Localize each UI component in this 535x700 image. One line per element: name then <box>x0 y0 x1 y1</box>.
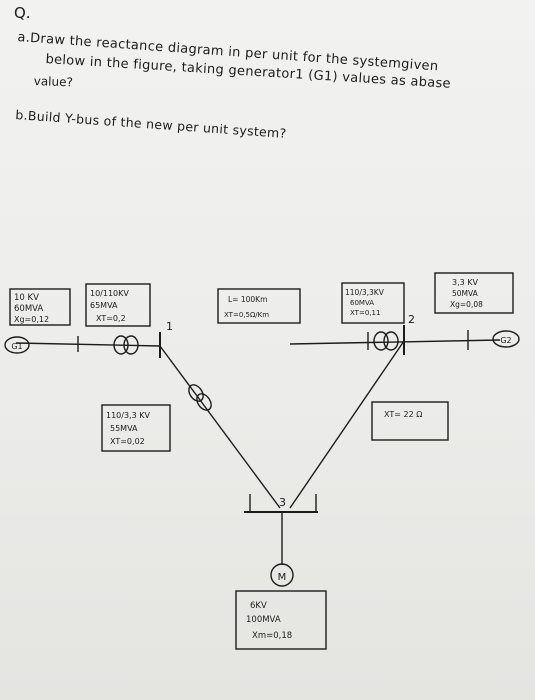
g2-power: 50MVA <box>452 289 479 298</box>
t1-winding-b <box>123 335 139 355</box>
g1-data-box <box>9 288 71 326</box>
g1-voltage: 10 KV <box>14 293 39 303</box>
t1-ratio: 10/110KV <box>90 289 129 298</box>
t3-reactance: XT=0,02 <box>110 437 145 446</box>
t1-winding-a <box>113 335 129 355</box>
t1-reactance: XT=0,2 <box>96 314 126 323</box>
load-data-box <box>371 401 449 441</box>
motor-power: 100MVA <box>246 615 281 625</box>
g2-reactance: Xg=0,08 <box>450 300 483 309</box>
t2-winding-b <box>383 331 399 351</box>
g2-circle <box>492 330 520 348</box>
g1-reactance: Xg=0,12 <box>14 315 49 324</box>
t3-ratio: 110/3,3 KV <box>106 411 150 420</box>
g2-label: G2 <box>500 336 511 345</box>
motor-label: M <box>278 572 287 583</box>
wire-left <box>15 342 161 347</box>
line-reactance: XT=0,5Ω/Km <box>224 311 269 319</box>
line-bus1-bus3 <box>159 345 281 509</box>
motor-circle <box>270 563 294 587</box>
g2-data-box <box>434 272 514 314</box>
t3-winding-a <box>188 384 204 402</box>
line-data-box <box>217 288 301 324</box>
bus-2-label: 2 <box>408 313 415 326</box>
t3-winding-b <box>196 393 212 411</box>
motor-voltage: 6KV <box>250 601 267 611</box>
t1-power: 65MVA <box>90 301 118 310</box>
t2-ratio: 110/3,3KV <box>345 288 385 297</box>
t2-reactance: XT=0,11 <box>350 309 380 317</box>
bus-3-label: 3 <box>279 496 286 509</box>
t1-data-box <box>85 283 151 327</box>
line-bus2-bus3 <box>289 340 405 509</box>
t2-power: 60MVA <box>350 299 374 307</box>
g1-power: 60MVA <box>14 304 43 314</box>
t3-data-box <box>101 404 171 452</box>
g2-voltage: 3,3 KV <box>452 278 479 287</box>
line-length: L= 100Km <box>228 295 267 304</box>
t2-winding-a <box>373 331 389 351</box>
motor-data-box <box>235 590 327 650</box>
t3-power: 55MVA <box>110 424 138 433</box>
load-reactance: XT= 22 Ω <box>384 410 422 419</box>
g1-circle <box>4 336 30 354</box>
motor-reactance: Xm=0,18 <box>252 631 292 641</box>
g1-label: G1 <box>11 342 22 351</box>
bus-1-label: 1 <box>166 320 173 333</box>
wire-right <box>289 339 501 345</box>
t2-data-box <box>341 282 405 324</box>
question-label: Q. <box>14 4 31 22</box>
